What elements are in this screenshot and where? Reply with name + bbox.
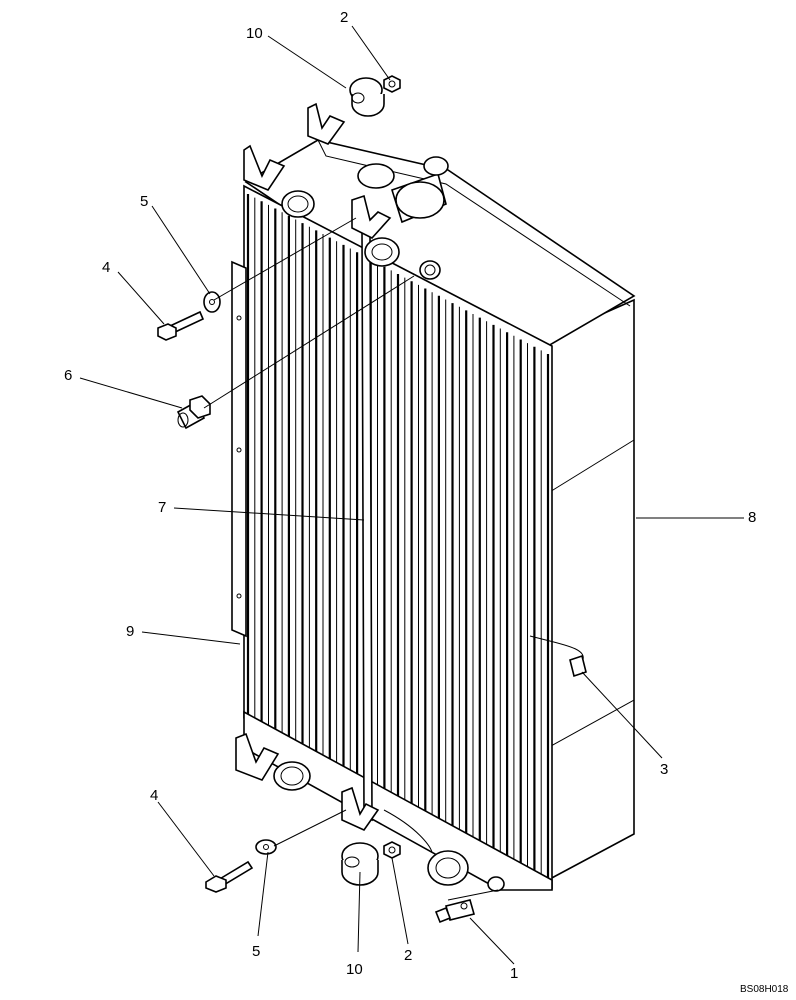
temperature-sender — [176, 395, 211, 430]
side-shroud — [547, 298, 635, 882]
top-ear-right — [307, 102, 346, 145]
callout-8: 8 — [748, 509, 756, 526]
top-ear-left — [243, 144, 286, 191]
callout-1: 1 — [510, 965, 518, 982]
callout-3: 3 — [660, 761, 668, 778]
leader-lines — [79, 25, 744, 965]
callout-2-bottom: 2 — [404, 947, 412, 964]
nut-top — [383, 75, 401, 93]
radiator-assembly — [231, 102, 636, 892]
callout-4-top: 4 — [102, 259, 110, 276]
bottom-ear-center — [341, 786, 380, 832]
rubber-isolator-top — [349, 77, 385, 117]
callout-10-bottom: 10 — [346, 961, 363, 978]
callout-4-bottom: 4 — [150, 787, 158, 804]
sensor-clip — [569, 654, 587, 678]
nut-bottom — [383, 841, 401, 859]
center-strip — [361, 228, 373, 822]
callout-2-top: 2 — [340, 9, 348, 26]
callout-7: 7 — [158, 499, 166, 516]
washer-bottom — [255, 839, 277, 855]
side-bracket — [231, 260, 247, 638]
drawing-code: BS08H018 — [740, 984, 789, 995]
callout-6: 6 — [64, 367, 72, 384]
bottom-ear-left — [235, 732, 280, 781]
callout-9: 9 — [126, 623, 134, 640]
hardware — [157, 75, 475, 924]
callout-5-bottom: 5 — [252, 943, 260, 960]
drain-valve — [434, 899, 475, 924]
bolt-bottom — [205, 860, 254, 893]
bolt-top — [157, 310, 205, 341]
washer-top — [203, 291, 221, 313]
callout-5-top: 5 — [140, 193, 148, 210]
callout-10-top: 10 — [246, 25, 263, 42]
callouts: 10 2 5 4 6 7 8 9 3 4 5 10 2 1 — [64, 9, 756, 982]
